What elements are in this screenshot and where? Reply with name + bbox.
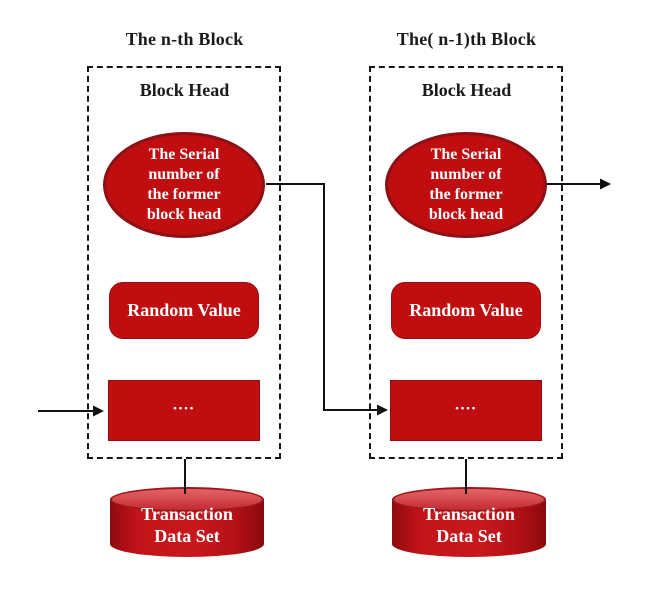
block-n-serial-ellipse: The Serial number of the former block he…: [103, 132, 265, 238]
block-n1-cylinder-top: [392, 487, 546, 512]
block-n-dots-node: ....: [108, 380, 260, 441]
block-n1-serial-ellipse: The Serial number of the former block he…: [385, 132, 547, 238]
block-n1-dataset-label: Transaction Data Set: [423, 504, 515, 546]
block-n-dataset-cylinder: Transaction Data Set: [110, 487, 264, 561]
block-n-head-label: Block Head: [139, 80, 230, 100]
arrowhead-out-of-block-n1: [600, 178, 611, 190]
block-n1-random-value-label: Random Value: [409, 300, 523, 320]
connector-serial-n-to-block-n1: [266, 183, 377, 411]
block-n-dataset-label: Transaction Data Set: [141, 504, 233, 546]
block-n-serial-text: The Serial number of the former block he…: [146, 146, 222, 223]
block-n-title: The n-th Block: [125, 29, 244, 49]
block-n1-dataset-cylinder: Transaction Data Set: [392, 487, 546, 561]
block-n-cylinder-top: [110, 487, 264, 512]
block-n-dots-label: ....: [173, 396, 195, 414]
block-n1-serial-text: The Serial number of the former block he…: [428, 146, 504, 223]
block-n1-head-label: Block Head: [421, 80, 512, 100]
block-n1-random-value-node: Random Value: [391, 282, 541, 339]
block-n1-title: The( n-1)th Block: [396, 29, 537, 49]
block-n1-dots-label: ....: [455, 396, 477, 414]
block-n-group: The n-th Block Block Head The Serial num…: [87, 0, 282, 600]
block-n1-group: The( n-1)th Block Block Head The Serial …: [369, 0, 564, 600]
block-n-random-value-label: Random Value: [127, 300, 241, 320]
block-n1-dots-node: ....: [390, 380, 542, 441]
block-n-random-value-node: Random Value: [109, 282, 259, 339]
